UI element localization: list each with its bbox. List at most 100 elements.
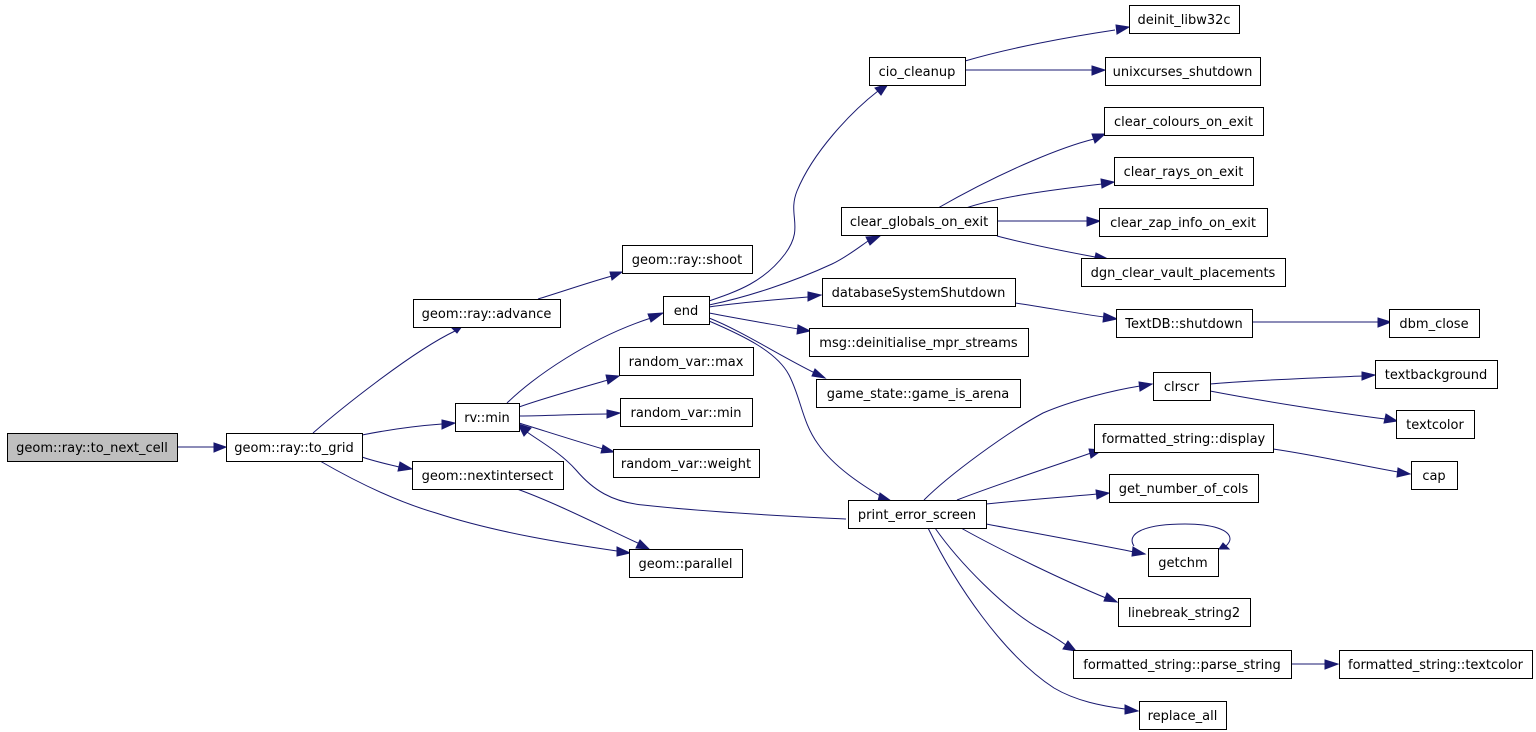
node-replace-all[interactable]: replace_all: [1139, 701, 1227, 730]
node-cap[interactable]: cap: [1411, 461, 1458, 490]
edge-arrowhead: [1102, 312, 1119, 323]
edge-line: [537, 275, 613, 300]
node-label: end: [674, 304, 699, 319]
edge-line: [319, 460, 618, 552]
node-parse-string[interactable]: formatted_string::parse_string: [1073, 650, 1292, 679]
node-to-next-cell[interactable]: geom::ray::to_next_cell: [7, 433, 178, 462]
node-box: [1081, 258, 1286, 287]
node-clear-globals[interactable]: clear_globals_on_exit: [841, 207, 998, 236]
node-box: [848, 500, 987, 529]
node-label: formatted_string::display: [1102, 432, 1266, 447]
node-unixcurses[interactable]: unixcurses_shutdown: [1105, 57, 1261, 86]
edge-arrowhead: [1095, 489, 1111, 500]
node-box: [1099, 208, 1268, 237]
node-label: dgn_clear_vault_placements: [1091, 266, 1276, 281]
node-advance[interactable]: geom::ray::advance: [413, 299, 561, 328]
node-box: [1116, 309, 1253, 338]
edge-rv_min-to-rvar_max: [518, 374, 621, 408]
node-end[interactable]: end: [663, 296, 710, 325]
edge-arrowhead: [1383, 413, 1399, 424]
node-textdb-shutdown[interactable]: TextDB::shutdown: [1116, 309, 1253, 338]
edge-line: [934, 527, 1067, 646]
node-dgn-clear[interactable]: dgn_clear_vault_placements: [1081, 258, 1286, 287]
edge-rv_min-to-end: [506, 312, 665, 404]
edge-print_error-to-rv_min: [517, 423, 847, 520]
node-cio-cleanup[interactable]: cio_cleanup: [869, 57, 966, 86]
node-game-is-arena[interactable]: game_state::game_is_arena: [816, 379, 1021, 408]
edge-line: [1014, 302, 1105, 318]
node-label: cio_cleanup: [879, 65, 956, 80]
edge-arrowhead: [1062, 640, 1078, 652]
node-textbackground[interactable]: textbackground: [1375, 360, 1498, 389]
edge-end-to-clear_globals: [708, 235, 882, 306]
node-label: clrscr: [1164, 380, 1200, 395]
edge-arrowhead: [1131, 546, 1147, 557]
node-clear-rays[interactable]: clear_rays_on_exit: [1114, 157, 1254, 186]
edge-line: [708, 317, 816, 374]
edge-nextintersect-to-parallel: [516, 488, 651, 550]
node-label: formatted_string::parse_string: [1083, 658, 1280, 673]
node-label: random_var::min: [631, 406, 742, 421]
node-box: [663, 296, 710, 325]
node-dbm-close[interactable]: dbm_close: [1389, 309, 1480, 338]
edge-arrowhead: [647, 312, 665, 323]
edge-textdb_shutdown-to-dbm_close: [1252, 317, 1393, 328]
edge-to_grid-to-advance: [312, 320, 467, 434]
node-to-grid[interactable]: geom::ray::to_grid: [226, 433, 363, 462]
edge-arrowhead: [517, 423, 532, 437]
edge-line: [708, 320, 883, 498]
node-rvar-weight[interactable]: random_var::weight: [613, 449, 760, 478]
node-dbshutdown[interactable]: databaseSystemShutdown: [822, 278, 1016, 307]
node-nextintersect[interactable]: geom::nextintersect: [412, 461, 564, 490]
node-label: clear_colours_on_exit: [1114, 115, 1253, 130]
node-getchm[interactable]: getchm: [1148, 548, 1219, 577]
node-box: [1073, 650, 1292, 679]
node-rvar-max[interactable]: random_var::max: [619, 347, 754, 376]
node-shoot[interactable]: geom::ray::shoot: [622, 245, 753, 274]
node-box: [1153, 372, 1211, 401]
edge-to_next_cell-to-to_grid: [177, 442, 228, 453]
node-parallel[interactable]: geom::parallel: [629, 549, 743, 578]
node-deinit-mpr[interactable]: msg::deinitialise_mpr_streams: [809, 328, 1029, 357]
node-clear-zap[interactable]: clear_zap_info_on_exit: [1099, 208, 1268, 237]
node-box: [1104, 107, 1264, 136]
edge-line: [518, 422, 604, 450]
node-label: geom::ray::advance: [422, 307, 552, 322]
node-print-error[interactable]: print_error_screen: [848, 500, 987, 529]
node-label: textcolor: [1406, 418, 1464, 433]
edge-arrowhead: [1138, 381, 1154, 392]
node-box: [622, 245, 753, 274]
node-deinit-libw32c[interactable]: deinit_libw32c: [1129, 5, 1240, 34]
node-linebreak[interactable]: linebreak_string2: [1118, 598, 1251, 627]
node-box: [455, 403, 520, 432]
node-label: linebreak_string2: [1128, 606, 1240, 621]
node-rvar-min[interactable]: random_var::min: [620, 398, 753, 427]
edge-line: [923, 385, 1141, 501]
node-fs-display[interactable]: formatted_string::display: [1094, 424, 1274, 453]
node-rv-min[interactable]: rv::min: [455, 403, 520, 432]
node-label: random_var::max: [629, 355, 744, 370]
node-get-cols[interactable]: get_number_of_cols: [1109, 474, 1259, 503]
edge-cio_cleanup-to-unixcurses: [965, 65, 1107, 76]
node-box: [413, 299, 561, 328]
node-textcolor[interactable]: textcolor: [1396, 410, 1475, 439]
node-clrscr[interactable]: clrscr: [1153, 372, 1211, 401]
edge-line: [960, 527, 1107, 599]
node-clear-colours[interactable]: clear_colours_on_exit: [1104, 107, 1264, 136]
edge-line: [708, 296, 809, 308]
node-box: [620, 398, 753, 427]
node-label: TextDB::shutdown: [1124, 317, 1242, 332]
node-label: geom::ray::to_next_cell: [16, 441, 168, 456]
edge-fs_display-to-cap: [1272, 448, 1412, 478]
edge-line: [516, 488, 641, 545]
node-label: clear_rays_on_exit: [1124, 165, 1244, 180]
edge-cio_cleanup-to-deinit_libw32c: [964, 24, 1131, 62]
edge-clear_globals-to-clear_zap: [997, 216, 1102, 227]
node-box: [7, 433, 178, 462]
edge-line: [937, 138, 1095, 209]
node-box: [412, 461, 564, 490]
edges-layer: [177, 24, 1412, 715]
node-fs-textcolor[interactable]: formatted_string::textcolor: [1339, 650, 1533, 679]
edge-clrscr-to-textcolor: [1209, 390, 1399, 424]
